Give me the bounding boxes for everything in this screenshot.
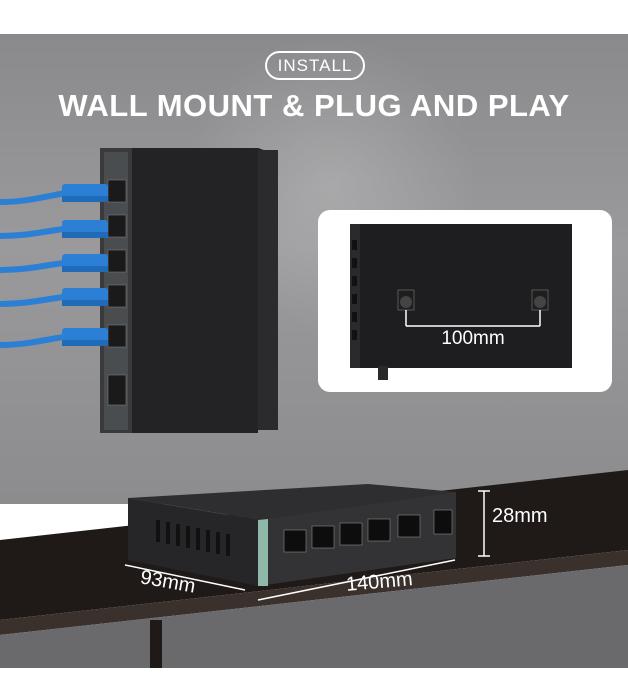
install-badge: INSTALL bbox=[265, 51, 365, 80]
bracket-distance-label: 100mm bbox=[441, 328, 504, 349]
height-dimension: 28mm bbox=[492, 505, 548, 527]
headline: WALL MOUNT & PLUG AND PLAY bbox=[58, 88, 570, 123]
desk-switch bbox=[128, 484, 456, 586]
bracket-illustration: 100mm bbox=[350, 224, 572, 380]
inset-card: 100mm bbox=[318, 210, 612, 392]
bottom-band bbox=[0, 668, 628, 700]
wall-mounted-switch bbox=[0, 148, 278, 433]
